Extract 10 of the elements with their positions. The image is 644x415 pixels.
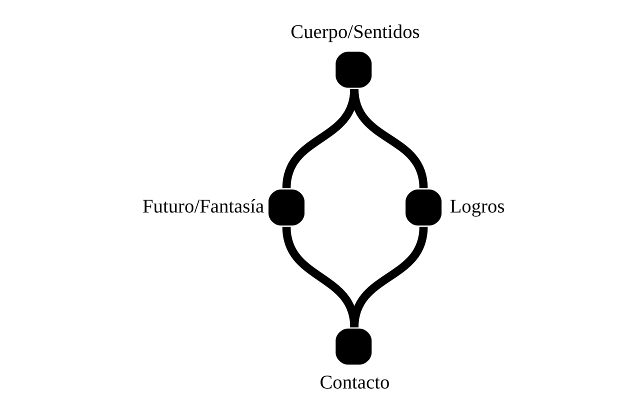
node-circle xyxy=(335,328,372,365)
node-circle xyxy=(268,190,304,226)
node-circle xyxy=(405,190,442,226)
connector xyxy=(350,226,428,328)
node-label: Contacto xyxy=(319,372,390,394)
node-label: Futuro/Fantasía xyxy=(142,196,264,218)
node-circle xyxy=(335,52,372,88)
node-label: Logros xyxy=(449,196,504,218)
node-label: Cuerpo/Sentidos xyxy=(290,22,420,44)
connector xyxy=(350,88,428,189)
